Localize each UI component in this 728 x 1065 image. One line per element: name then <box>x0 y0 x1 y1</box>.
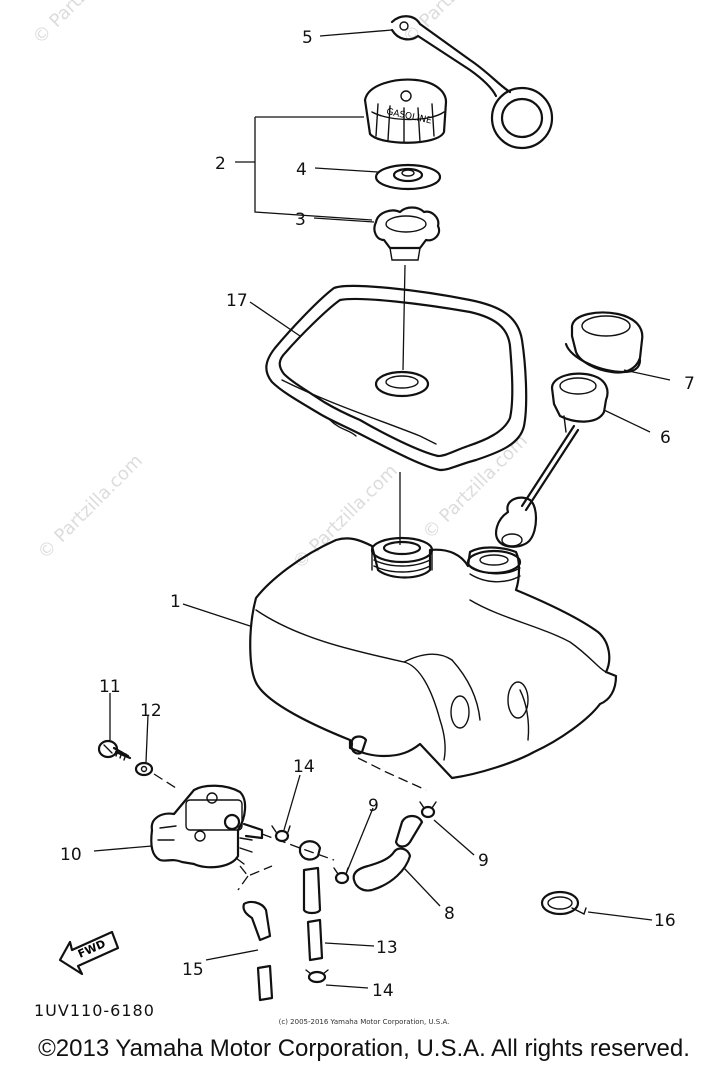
tank-tray <box>265 284 528 472</box>
callout-12: 12 <box>140 701 162 721</box>
copyright-small: (c) 2005-2016 Yamaha Motor Corporation, … <box>279 1018 450 1026</box>
cap-text: GASOLINE <box>385 107 432 126</box>
watermark-upper-center: © Partzilla.com <box>399 0 512 49</box>
gauge-cover <box>564 311 644 374</box>
callout-11: 11 <box>99 677 121 697</box>
washer <box>134 761 154 777</box>
overflow-hose <box>242 900 274 1002</box>
clip-lower <box>305 969 329 984</box>
fuel-hose <box>352 814 424 892</box>
filler-cap: GASOLINE <box>363 78 448 144</box>
watermark-right: © Partzilla.com <box>419 430 532 543</box>
vent-hose <box>298 840 324 962</box>
hose-clamp <box>540 890 587 916</box>
cap-gasket <box>374 163 442 191</box>
callout-8: 8 <box>444 904 455 924</box>
copyright-main: ©2013 Yamaha Motor Corporation, U.S.A. A… <box>38 1035 690 1062</box>
callout-3: 3 <box>295 210 306 230</box>
dash-cock-to-overflow <box>237 865 273 891</box>
callout-16: 16 <box>654 911 676 931</box>
fuel-tank <box>249 536 618 780</box>
fwd-arrow-icon: FWD <box>58 930 120 976</box>
cap-strap <box>390 15 554 150</box>
dash-washer-to-cock <box>153 773 177 789</box>
callout-6: 6 <box>660 428 671 448</box>
callout-5: 5 <box>302 28 313 48</box>
callout-7: 7 <box>684 374 695 394</box>
screw <box>97 739 132 761</box>
callout-13: 13 <box>376 938 398 958</box>
clip-upper-right <box>419 801 437 819</box>
callout-4: 4 <box>296 160 307 180</box>
fuel-cock <box>150 784 264 869</box>
callout-1: 1 <box>170 592 181 612</box>
watermark-top-left: © Partzilla.com <box>29 0 142 49</box>
assembly-line-upper <box>402 264 406 371</box>
callout-14-lower: 14 <box>372 981 394 1001</box>
clip-lower-mid <box>333 867 350 885</box>
dash-cock-to-hose <box>261 833 335 861</box>
watermark-mid-left: © Partzilla.com <box>34 450 147 563</box>
filler-neck <box>373 206 441 261</box>
dash-tank-to-hose <box>357 757 427 791</box>
callout-17: 17 <box>226 291 248 311</box>
fuel-gauge <box>495 372 609 548</box>
diagram-code: 1UV110-6180 <box>34 1001 155 1020</box>
callout-9-right: 9 <box>478 851 489 871</box>
callout-14-upper: 14 <box>293 757 315 777</box>
clip-upper <box>271 825 291 843</box>
callout-9-left: 9 <box>368 796 379 816</box>
leader-lines <box>93 29 671 989</box>
callout-15: 15 <box>182 960 204 980</box>
callout-10: 10 <box>60 845 82 865</box>
callout-2: 2 <box>215 154 226 174</box>
